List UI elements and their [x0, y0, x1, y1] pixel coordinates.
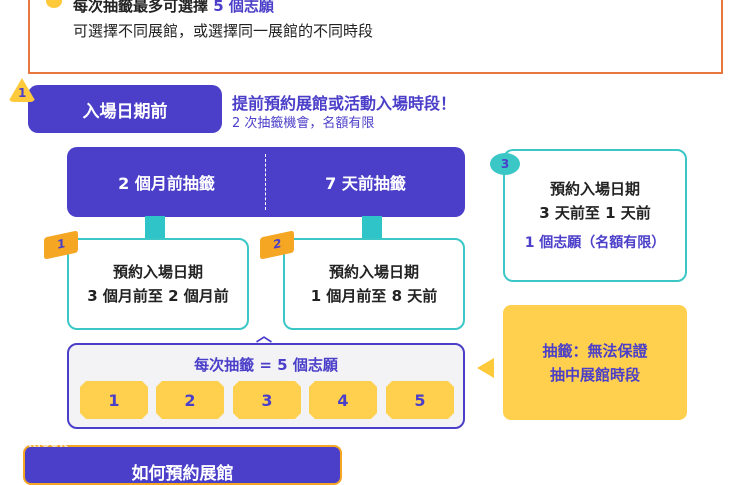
ticket: 4	[309, 381, 377, 419]
section-title: 如何預約展館	[23, 445, 342, 485]
warning-line: 抽籤：無法保證	[542, 341, 648, 360]
card-line: 預約入場日期	[112, 263, 203, 281]
caret-up-icon: ︿	[256, 326, 273, 345]
card-line: 3 個月前至 2 個月前	[87, 287, 229, 305]
card-line: 1 個月前至 8 天前	[310, 287, 438, 305]
ticket: 3	[233, 381, 301, 419]
klook-watermark: klook	[28, 436, 68, 451]
stage-button: 入場日期前	[28, 85, 222, 133]
step-badge-number: 1	[18, 86, 27, 100]
card-line: 預約入場日期	[549, 179, 640, 198]
note-title-highlight: 5 個志願	[213, 0, 274, 15]
wishes-box: 每次抽籤 = 5 個志願 1 2 3 4 5	[67, 343, 465, 429]
warning-box: 抽籤：無法保證 抽中展館時段	[503, 305, 687, 420]
note-box	[28, 0, 723, 74]
bullet-icon	[46, 0, 62, 8]
lottery-card-2: 預約入場日期 1 個月前至 8 天前	[283, 238, 465, 330]
step-badge-3: 3	[490, 153, 520, 175]
lottery-card-1: 預約入場日期 3 個月前至 2 個月前	[67, 238, 249, 330]
lottery-header-1: 2 個月前抽籤	[118, 174, 215, 193]
card-line: 3 天前至 1 天前	[539, 203, 651, 222]
lottery-header: 2 個月前抽籤 7 天前抽籤	[67, 147, 465, 217]
card-note: 1 個志願（名額有限）	[524, 234, 666, 251]
note-subtitle: 可選擇不同展館，或選擇同一展館的不同時段	[73, 22, 374, 40]
card-line: 預約入場日期	[328, 263, 419, 281]
stage-subline: 2 次抽籤機會，名額有限	[232, 116, 375, 131]
wishes-title: 每次抽籤 = 5 個志願	[194, 356, 338, 374]
last-minute-card: 預約入場日期 3 天前至 1 天前 1 個志願（名額有限）	[503, 149, 687, 282]
ticket: 5	[386, 381, 454, 419]
warning-line: 抽中展館時段	[549, 365, 640, 384]
ticket: 1	[80, 381, 148, 419]
connector	[145, 216, 165, 240]
stage-headline: 提前預約展館或活動入場時段！	[232, 94, 457, 113]
note-title: 每次抽籤最多可選擇 5 個志願	[73, 0, 274, 16]
connector	[362, 216, 382, 240]
ticket: 2	[156, 381, 224, 419]
note-title-prefix: 每次抽籤最多可選擇	[73, 0, 214, 15]
pointer-triangle-icon	[477, 358, 494, 378]
lottery-header-2: 7 天前抽籤	[325, 174, 406, 193]
dashed-divider	[265, 154, 266, 210]
